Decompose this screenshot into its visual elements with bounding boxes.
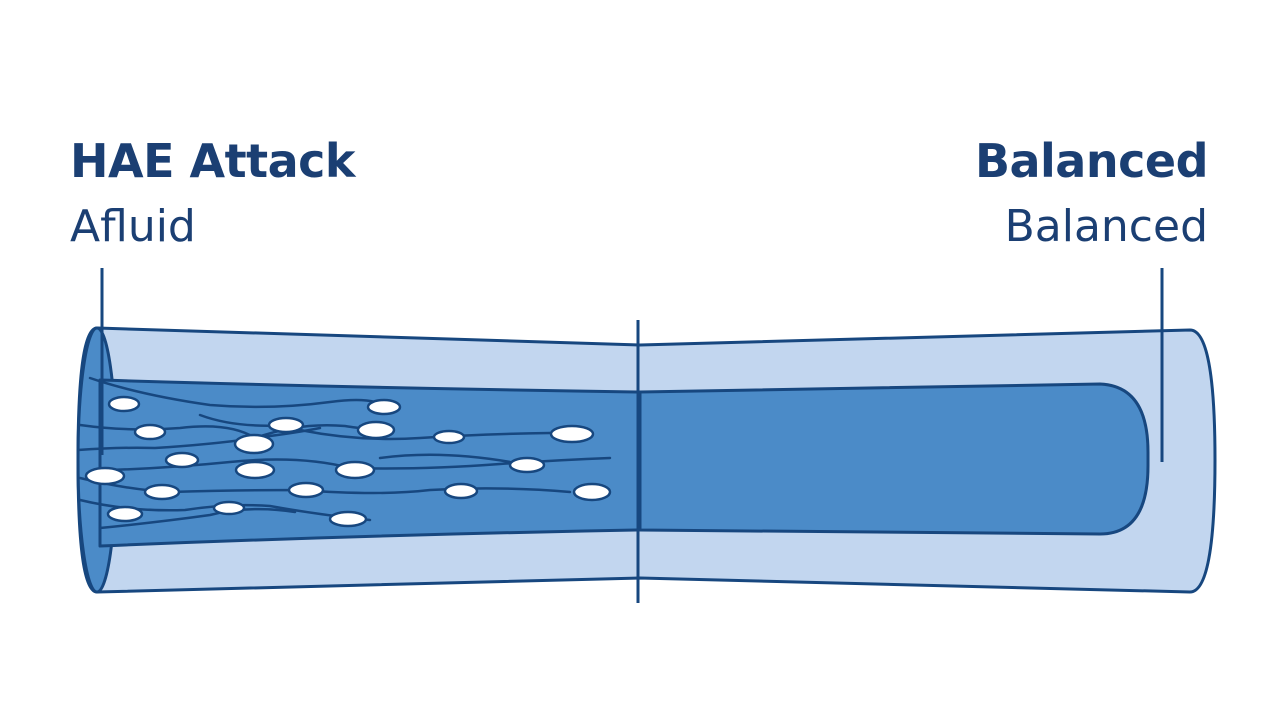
vesicle xyxy=(287,481,325,499)
vesicle xyxy=(234,460,276,480)
fiber-strand xyxy=(378,453,512,464)
vesicle xyxy=(334,460,376,480)
vesicle xyxy=(212,500,246,516)
balanced-subtitle: Balanced xyxy=(1004,201,1208,252)
vesicle xyxy=(366,398,402,416)
vesicle xyxy=(432,429,466,445)
vesicle xyxy=(549,424,595,444)
balanced-title: Balanced xyxy=(974,134,1209,188)
fluid-vesicles xyxy=(84,395,612,528)
vesicle xyxy=(572,482,612,502)
hae-attack-title: HAE Attack xyxy=(70,134,356,188)
vesicle xyxy=(267,416,305,434)
fiber-strand xyxy=(98,507,297,530)
vesicle xyxy=(133,423,167,441)
vesicle xyxy=(443,482,479,500)
hae-attack-subtitle: Afluid xyxy=(70,201,196,252)
vesicle xyxy=(233,433,275,455)
vesicle xyxy=(143,483,181,501)
vesicle xyxy=(107,395,141,413)
fiber-strand xyxy=(88,376,377,409)
vesicle xyxy=(164,451,200,469)
vesicle xyxy=(84,466,126,486)
vesicle xyxy=(328,510,368,528)
lumen-balanced xyxy=(638,382,1150,536)
vesicle xyxy=(356,420,396,440)
vesicle xyxy=(106,505,144,523)
vesicle xyxy=(508,456,546,474)
fiber-strand xyxy=(76,426,322,452)
fiber-strand xyxy=(298,428,552,441)
